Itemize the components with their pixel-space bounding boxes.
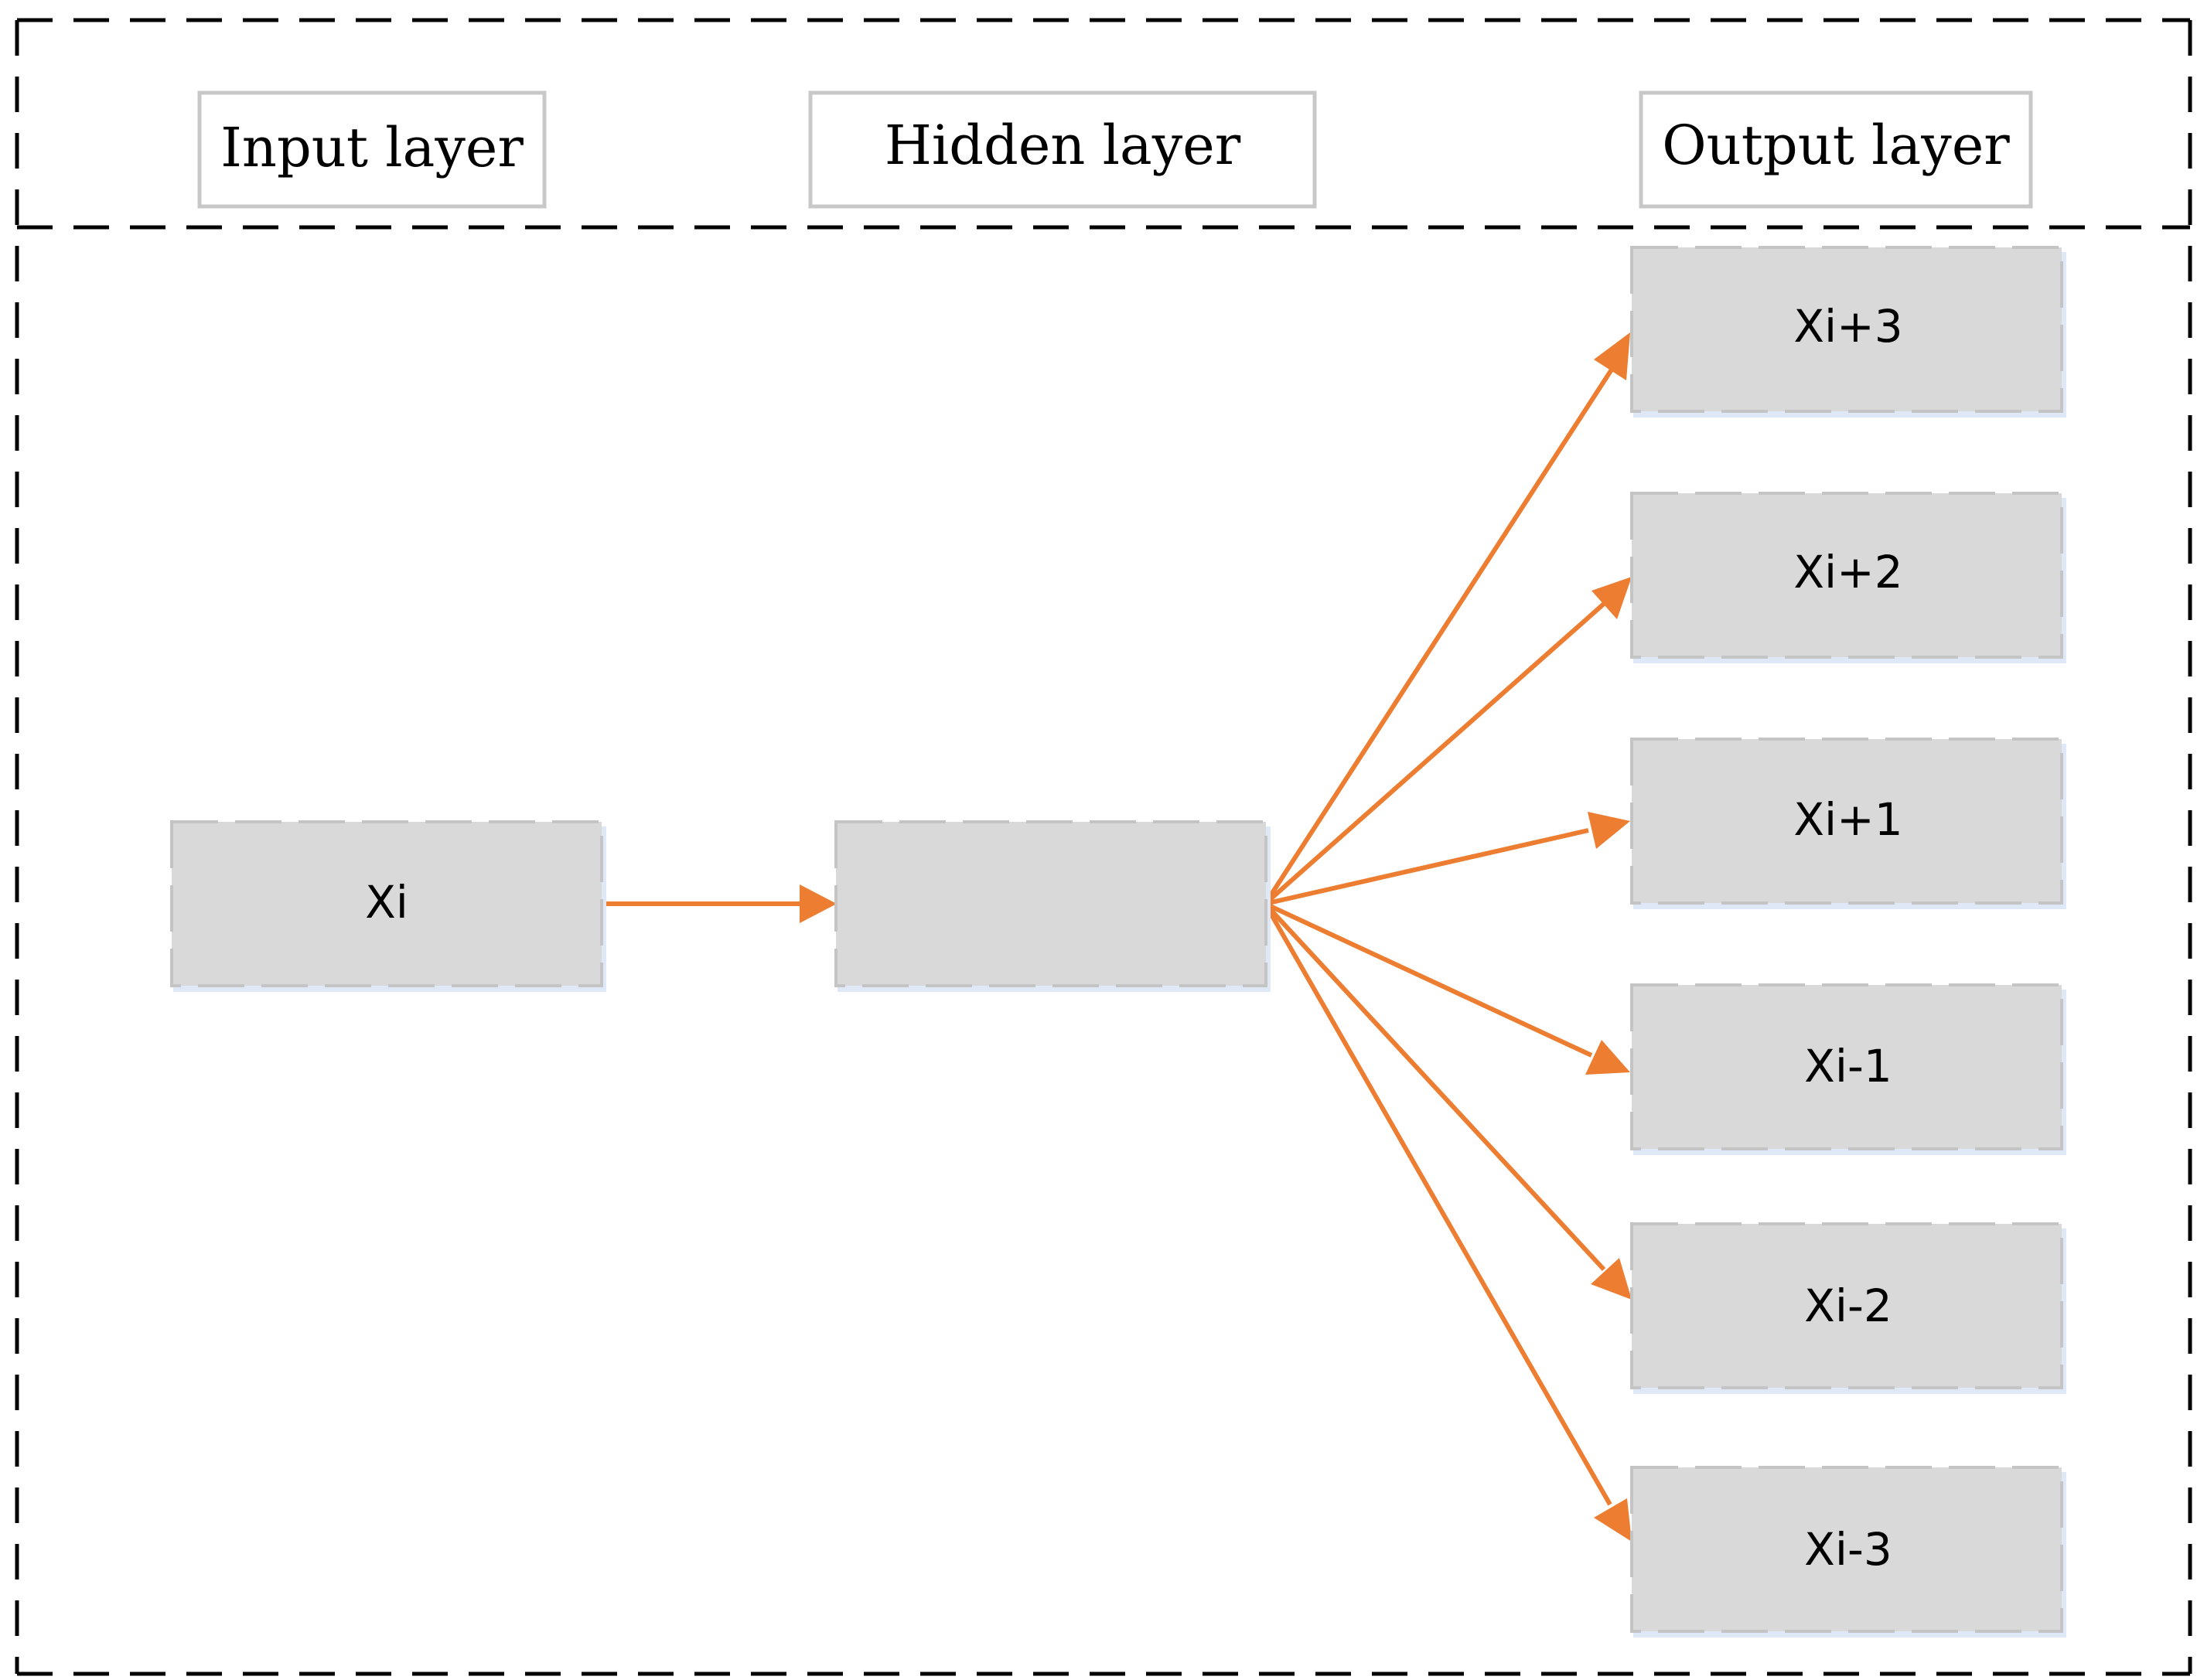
arrowhead-xi-plus-2: [1591, 577, 1632, 619]
output-node-xi-plus-3: Xi+3: [1630, 246, 2066, 417]
output-layer-header: Output layer: [1639, 90, 2033, 209]
hidden-layer-label: Hidden layer: [885, 114, 1241, 177]
arrowhead-xi-plus-1: [1588, 812, 1630, 849]
output-node-xi-minus-1: Xi-1: [1630, 983, 2066, 1155]
output-node-xi-plus-1: Xi+1: [1630, 738, 2066, 909]
output-node-xi-minus-2: Xi-2: [1630, 1222, 2066, 1394]
input-layer-header: Input layer: [197, 90, 547, 209]
input-node-label: Xi: [365, 876, 408, 929]
input-node: Xi: [170, 820, 606, 992]
arrowhead-xi-minus-3: [1594, 1498, 1632, 1542]
output-node-label: Xi-1: [1804, 1040, 1892, 1092]
arrowhead-xi-minus-1: [1585, 1040, 1630, 1075]
edge-hidden-xi-minus-1: [1264, 901, 1593, 1058]
output-node-label: Xi+3: [1793, 300, 1902, 353]
edge-hidden-xi-minus-2: [1263, 901, 1606, 1272]
edge-hidden-xi-plus-1: [1264, 828, 1589, 906]
output-node-xi-plus-2: Xi+2: [1630, 492, 2066, 663]
output-node-label: Xi-3: [1804, 1523, 1892, 1576]
dashed-frame: [15, 18, 2192, 1676]
output-layer-label: Output layer: [1662, 114, 2010, 177]
output-node-xi-minus-3: Xi-3: [1630, 1466, 2066, 1637]
input-layer-label: Input layer: [220, 116, 524, 179]
hidden-node: [834, 820, 1271, 992]
arrowhead-input-hidden: [800, 884, 837, 923]
arrowhead-xi-minus-2: [1591, 1258, 1632, 1300]
edge-hidden-xi-minus-3: [1263, 902, 1612, 1506]
arrowhead-xi-plus-3: [1594, 332, 1630, 380]
output-node-label: Xi+1: [1793, 793, 1902, 846]
output-node-label: Xi+2: [1793, 546, 1902, 598]
edge-hidden-xi-plus-2: [1264, 601, 1605, 906]
edge-hidden-xi-plus-3: [1263, 368, 1614, 905]
hidden-layer-header: Hidden layer: [808, 90, 1317, 209]
output-node-label: Xi-2: [1804, 1280, 1892, 1332]
edges: [600, 332, 1632, 1542]
